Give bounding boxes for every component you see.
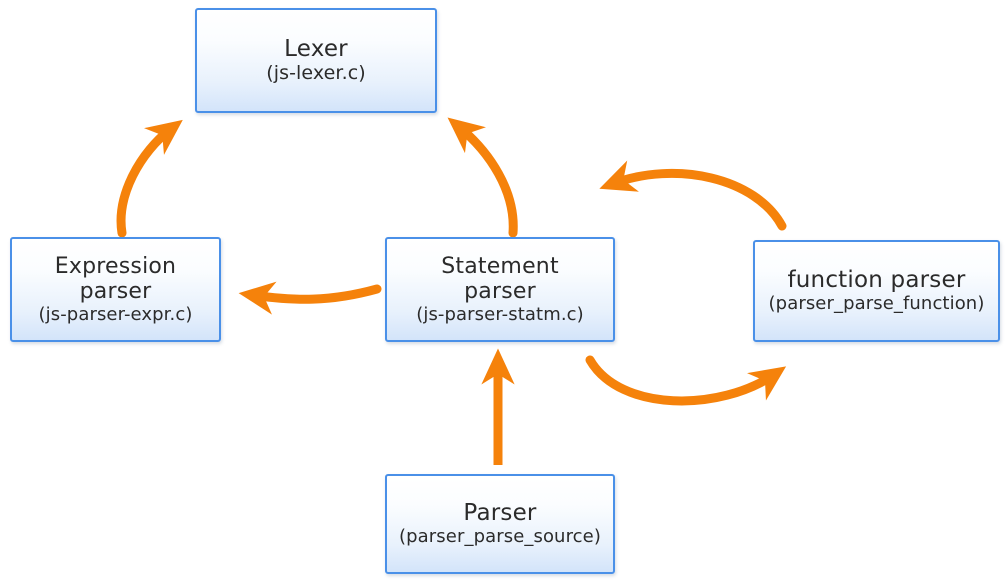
- node-expression-parser-title: Expression parser: [54, 253, 177, 304]
- node-lexer-subtitle: (js-lexer.c): [266, 62, 366, 85]
- node-lexer[interactable]: Lexer (js-lexer.c): [195, 8, 437, 113]
- node-parser-subtitle: (parser_parse_source): [399, 526, 601, 548]
- node-expression-parser[interactable]: Expression parser (js-parser-expr.c): [10, 237, 221, 342]
- node-expression-parser-subtitle: (js-parser-expr.c): [38, 303, 193, 325]
- node-statement-parser-subtitle: (js-parser-statm.c): [416, 303, 584, 325]
- arrow-statement-parser-to-expression-parser: [238, 281, 382, 315]
- node-statement-parser-title: Statement parser: [441, 253, 559, 304]
- arrow-statement-parser-to-function-parser: [585, 355, 787, 406]
- node-function-parser-title: function parser: [787, 267, 966, 294]
- arrow-statement-parser-to-lexer: [447, 117, 518, 238]
- node-parser-title: Parser: [463, 500, 537, 527]
- node-function-parser-subtitle: (parser_parse_function): [768, 293, 985, 315]
- node-lexer-title: Lexer: [284, 36, 348, 63]
- arrow-expression-parser-to-lexer: [116, 119, 183, 238]
- node-parser[interactable]: Parser (parser_parse_source): [385, 474, 615, 574]
- arrow-function-parser-to-statement-parser: [599, 160, 787, 231]
- node-function-parser[interactable]: function parser (parser_parse_function): [753, 240, 1000, 342]
- node-statement-parser[interactable]: Statement parser (js-parser-statm.c): [385, 237, 615, 342]
